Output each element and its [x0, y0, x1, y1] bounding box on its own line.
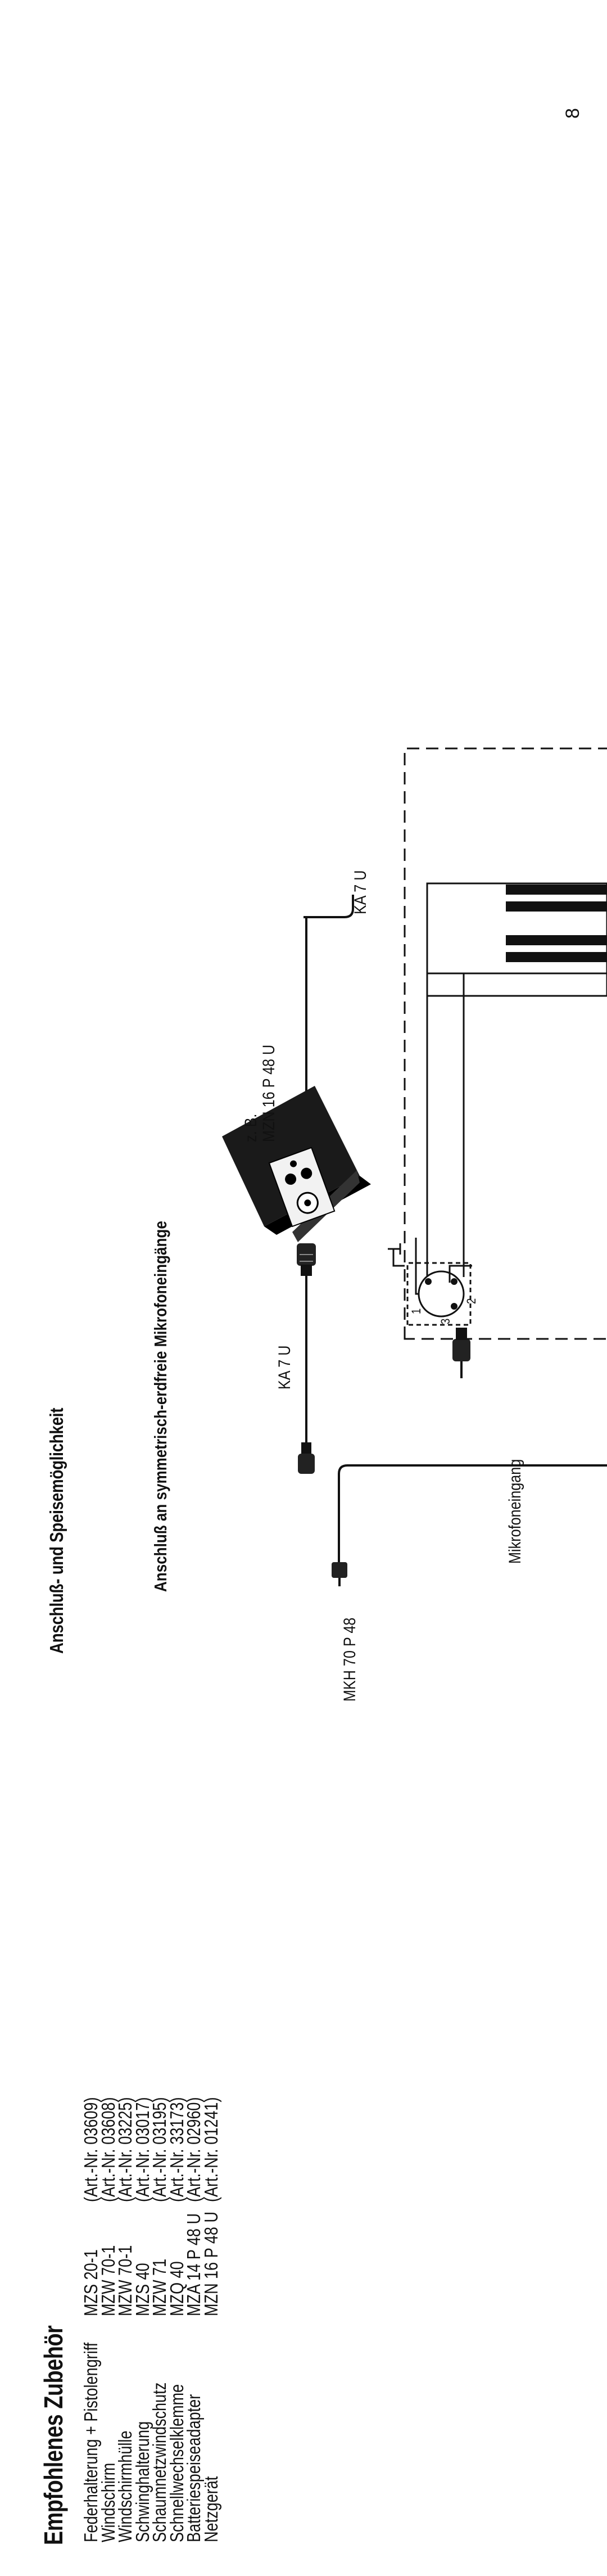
- label-cable-right: KA 7 U: [351, 870, 370, 914]
- label-cable-left: KA 7 U: [275, 1345, 294, 1389]
- xlr-plug-icon: [297, 1243, 316, 1276]
- label-psu-prefix: z. B.: [242, 1113, 260, 1142]
- label-pin-2: 2: [464, 1298, 478, 1304]
- microphone-input-circuit: [388, 747, 607, 1340]
- label-microphone-input: Mikrofoneingang: [506, 1459, 524, 1564]
- label-microphone: MKH 70 P 48: [341, 1617, 359, 1702]
- microphone-plug-icon: [332, 1562, 347, 1586]
- label-pin-1: 1: [409, 1308, 423, 1314]
- label-psu-model: MZN 16 P 48 U: [260, 1044, 278, 1142]
- power-supply-unit: [222, 1086, 371, 1242]
- label-pin-3: 3: [438, 1318, 452, 1324]
- xlr-plug-icon: [298, 1442, 315, 1474]
- xlr-plug-icon: [452, 1328, 470, 1378]
